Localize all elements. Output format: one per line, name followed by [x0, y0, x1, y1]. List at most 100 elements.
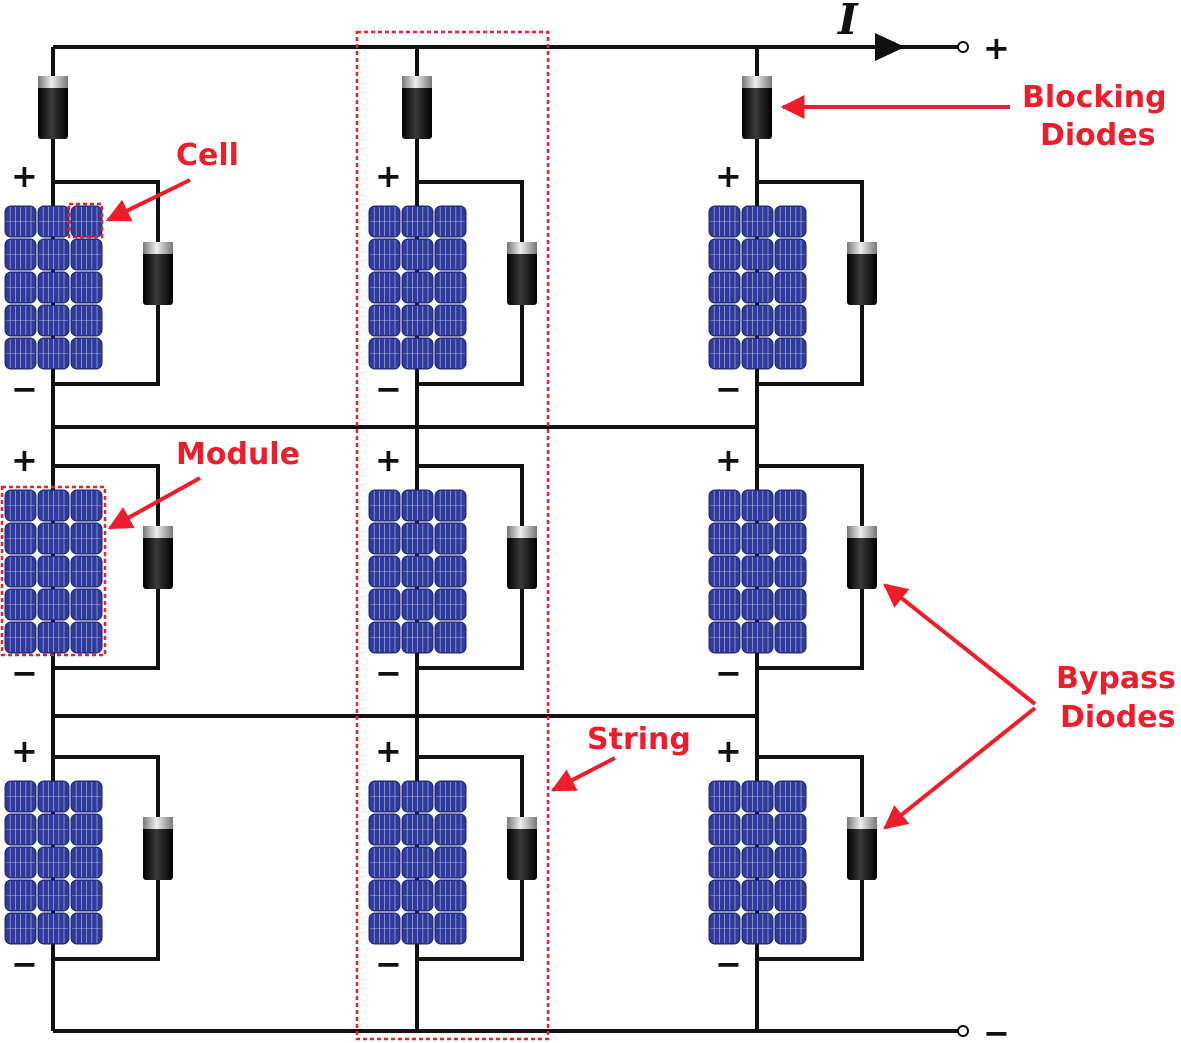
solar-cell — [70, 238, 103, 271]
string-label: String — [587, 722, 691, 757]
solar-cell — [741, 238, 774, 271]
solar-cell — [708, 304, 741, 337]
solar-cell — [774, 337, 807, 370]
modules-grid: +−+−+−+−+−+−+−+−+− — [4, 157, 877, 983]
cell-arrow — [105, 178, 191, 222]
pv-module-1: +− — [4, 157, 173, 408]
wiring — [51, 45, 960, 1033]
module-minus-sign: − — [11, 370, 38, 408]
solar-cell — [741, 271, 774, 304]
solar-cell — [70, 588, 103, 621]
solar-cell — [368, 555, 401, 588]
solar-cell — [4, 588, 37, 621]
string-highlight-box — [355, 30, 550, 1041]
solar-cell — [708, 621, 741, 654]
blocking-diode-3 — [742, 76, 772, 139]
solar-cell — [401, 555, 434, 588]
solar-cell — [368, 337, 401, 370]
solar-cell — [774, 780, 807, 813]
module-plus-sign: + — [375, 732, 402, 770]
solar-cell — [368, 489, 401, 522]
solar-cell — [37, 337, 70, 370]
solar-cell — [774, 271, 807, 304]
solar-panel — [708, 489, 807, 654]
solar-cell — [434, 846, 467, 879]
module-minus-sign: − — [11, 654, 38, 692]
solar-cell — [434, 912, 467, 945]
pv-module-9: +− — [708, 732, 877, 983]
solar-cell — [741, 588, 774, 621]
bypass-diodes-arrow-upper — [883, 583, 1037, 706]
current-arrow — [875, 33, 905, 61]
solar-cell — [70, 621, 103, 654]
output-terminal-negative — [957, 1025, 969, 1037]
solar-cell — [37, 588, 70, 621]
solar-cell — [368, 271, 401, 304]
output-plus-sign: + — [983, 29, 1010, 67]
solar-cell — [70, 489, 103, 522]
solar-cell — [774, 489, 807, 522]
solar-cell — [368, 879, 401, 912]
solar-cell — [4, 337, 37, 370]
solar-panel — [4, 489, 103, 654]
bypass-diode-8 — [507, 817, 537, 880]
solar-cell — [741, 621, 774, 654]
cell-label: Cell — [176, 138, 239, 173]
solar-cell — [401, 912, 434, 945]
bypass-diode-5 — [507, 526, 537, 589]
solar-cell — [774, 555, 807, 588]
pv-module-7: +− — [4, 732, 173, 983]
module-arrow — [107, 476, 201, 530]
solar-cell — [434, 205, 467, 238]
solar-cell — [434, 879, 467, 912]
cell-highlight-box — [67, 202, 104, 239]
module-plus-sign: + — [11, 732, 38, 770]
module-plus-sign: + — [375, 441, 402, 479]
solar-cell — [37, 238, 70, 271]
solar-cell — [401, 489, 434, 522]
solar-cell — [434, 780, 467, 813]
solar-cell — [37, 621, 70, 654]
solar-cell — [4, 813, 37, 846]
solar-cell — [708, 588, 741, 621]
pv-module-6: +− — [708, 441, 877, 692]
module-minus-sign: − — [715, 370, 742, 408]
solar-cell — [708, 522, 741, 555]
solar-cell — [434, 555, 467, 588]
solar-cell — [434, 238, 467, 271]
string-arrow — [550, 756, 616, 792]
solar-cell — [4, 489, 37, 522]
solar-cell — [741, 304, 774, 337]
solar-panel — [368, 489, 467, 654]
solar-cell — [70, 205, 103, 238]
solar-cell — [708, 337, 741, 370]
solar-cell — [37, 304, 70, 337]
solar-cell — [434, 813, 467, 846]
output-minus-sign: − — [983, 1014, 1010, 1043]
solar-cell — [70, 879, 103, 912]
module-plus-sign: + — [375, 157, 402, 195]
blocking-diode-2 — [402, 76, 432, 139]
solar-cell — [4, 271, 37, 304]
module-plus-sign: + — [11, 441, 38, 479]
solar-cell — [70, 780, 103, 813]
module-minus-sign: − — [375, 654, 402, 692]
module-minus-sign: − — [375, 370, 402, 408]
module-minus-sign: − — [11, 945, 38, 983]
bypass-diode-6 — [847, 526, 877, 589]
solar-cell — [774, 846, 807, 879]
solar-cell — [37, 205, 70, 238]
solar-cell — [774, 588, 807, 621]
solar-panel — [708, 780, 807, 945]
pv-module-4: +− — [4, 441, 173, 692]
solar-cell — [708, 879, 741, 912]
solar-cell — [70, 846, 103, 879]
module-minus-sign: − — [715, 945, 742, 983]
pv-module-5: +− — [368, 441, 537, 692]
solar-cell — [37, 271, 70, 304]
solar-cell — [401, 846, 434, 879]
solar-cell — [4, 304, 37, 337]
solar-cell — [741, 489, 774, 522]
module-label: Module — [176, 437, 300, 472]
bypass-diode-3 — [847, 242, 877, 305]
